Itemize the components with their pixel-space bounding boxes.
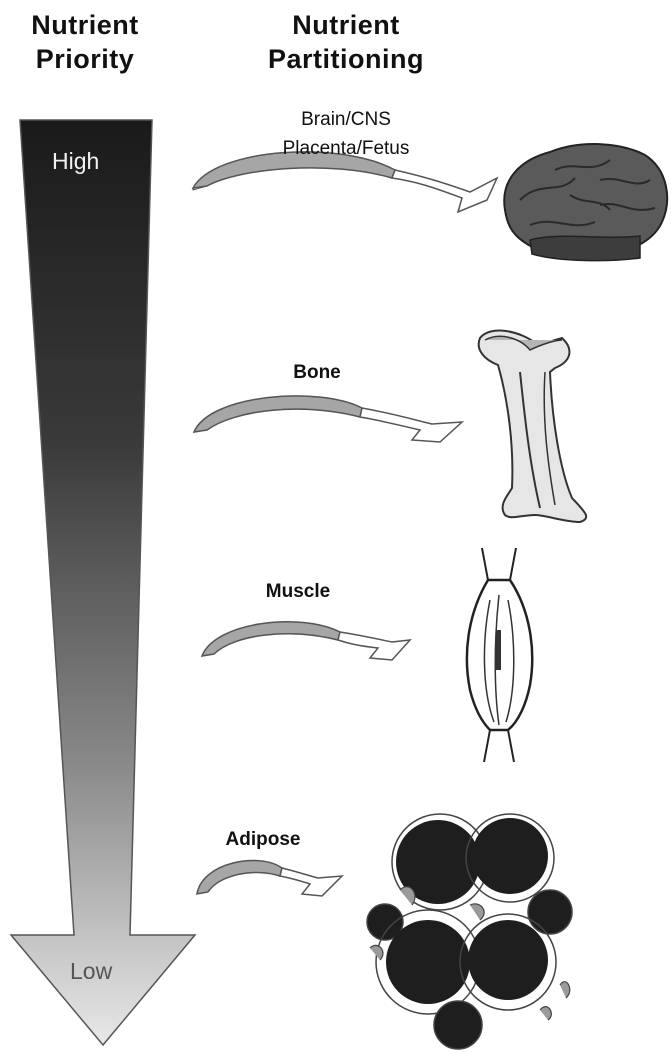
tissue-label-muscle: Muscle [248, 577, 348, 606]
priority-level-low: Low [70, 958, 112, 985]
muscle-icon [467, 548, 532, 762]
brain-icon [504, 144, 667, 261]
curved-arrow-muscle [202, 622, 410, 660]
tissue-label-brain: Brain/CNS Placenta/Fetus [246, 105, 446, 163]
tissue-label-bone: Bone [272, 358, 362, 387]
tissue-label-adipose: Adipose [208, 825, 318, 854]
bone-icon [479, 331, 586, 522]
tissue-label-brain-line1: Brain/CNS [246, 105, 446, 134]
adipose-cells-icon [367, 814, 572, 1049]
tissue-label-brain-line2: Placenta/Fetus [246, 134, 446, 163]
curved-arrow-adipose [197, 860, 342, 896]
priority-level-high: High [52, 148, 99, 175]
priority-gradient-arrow [11, 120, 195, 1045]
curved-arrow-bone [194, 396, 462, 442]
